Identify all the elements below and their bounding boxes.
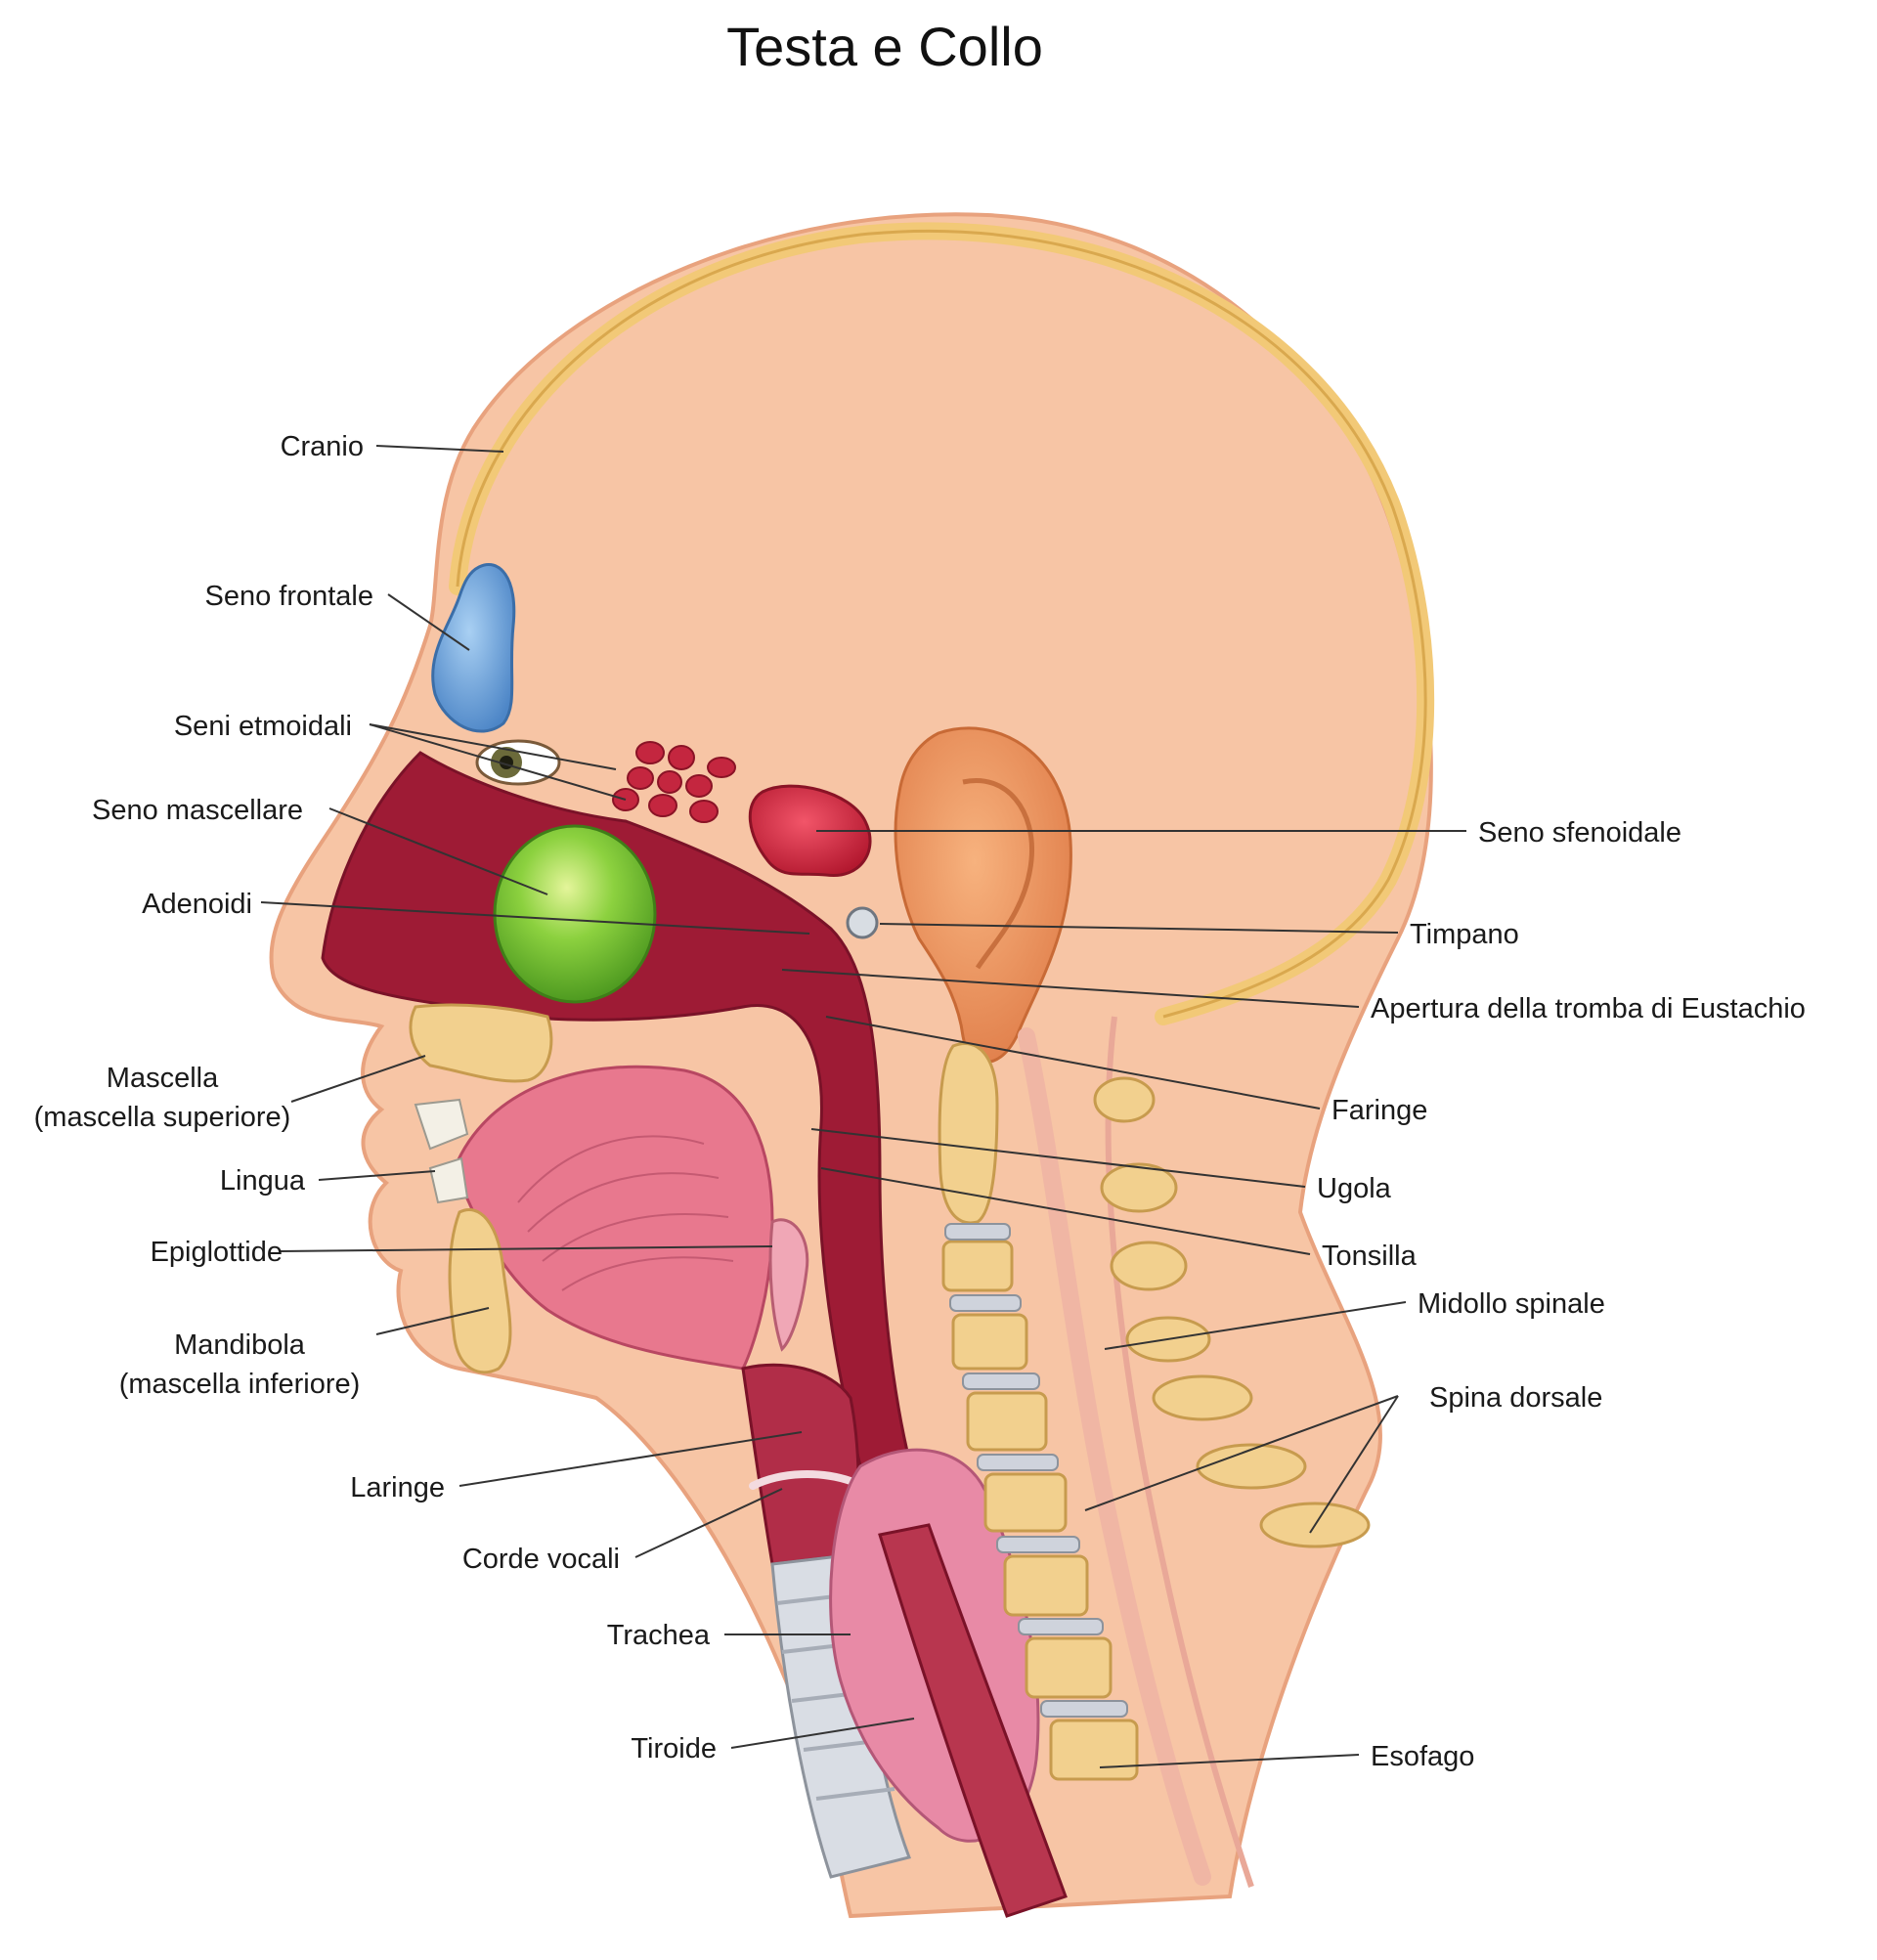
label-seno-mascellare: Seno mascellare [92, 795, 303, 826]
label-seno-frontale: Seno frontale [204, 581, 373, 612]
label-tromba-eustachio: Apertura della tromba di Eustachio [1371, 993, 1806, 1024]
label-tonsilla: Tonsilla [1322, 1241, 1418, 1272]
epiglottis [768, 1218, 809, 1352]
label-laringe: Laringe [350, 1472, 445, 1503]
label-tiroide: Tiroide [631, 1733, 717, 1764]
label-spina-dorsale: Spina dorsale [1429, 1382, 1602, 1414]
sphenoid-sinus [748, 784, 872, 878]
leader-lines [260, 445, 1466, 1768]
eye [475, 739, 561, 786]
label-mascella-line2: (mascella superiore) [34, 1102, 291, 1133]
label-esofago: Esofago [1371, 1741, 1474, 1772]
label-lingua: Lingua [220, 1165, 306, 1197]
upper-teeth [414, 1098, 469, 1151]
label-corde-vocali: Corde vocali [462, 1544, 620, 1575]
cervical-vertebrae [938, 1042, 1139, 1781]
eardrum [846, 906, 879, 939]
frontal-sinus [431, 563, 516, 733]
label-mandibola-line2: (mascella inferiore) [119, 1369, 361, 1400]
tongue [453, 1065, 774, 1371]
maxillary-sinus [493, 824, 657, 1004]
label-seno-sfenoidale: Seno sfenoidale [1478, 817, 1681, 849]
label-trachea: Trachea [607, 1620, 711, 1651]
vocal-cords [749, 1470, 854, 1490]
label-ugola: Ugola [1317, 1173, 1392, 1204]
ethmoid-sinus-cells [612, 741, 736, 823]
label-cranio: Cranio [281, 431, 364, 462]
label-mascella-line1: Mascella [107, 1063, 219, 1094]
spinal-canal-line [1105, 1016, 1254, 1888]
label-midollo-spinale: Midollo spinale [1418, 1288, 1605, 1320]
spinal-cord [1018, 1027, 1211, 1886]
lower-teeth [428, 1156, 469, 1204]
tongue-muscle-fibres [517, 1135, 734, 1291]
label-mandibola-line1: Mandibola [174, 1329, 306, 1361]
label-adenoidi: Adenoidi [142, 889, 252, 920]
skull-bone-edge [456, 229, 1427, 1019]
esophagus [878, 1523, 1068, 1918]
intervertebral-discs [944, 1223, 1128, 1718]
label-timpano: Timpano [1410, 919, 1519, 950]
diagram-title: Testa e Collo [726, 16, 1043, 77]
label-faringe: Faringe [1331, 1095, 1427, 1126]
label-seni-etmoidali: Seni etmoidali [174, 711, 352, 742]
label-epiglottide: Epiglottide [151, 1237, 283, 1268]
